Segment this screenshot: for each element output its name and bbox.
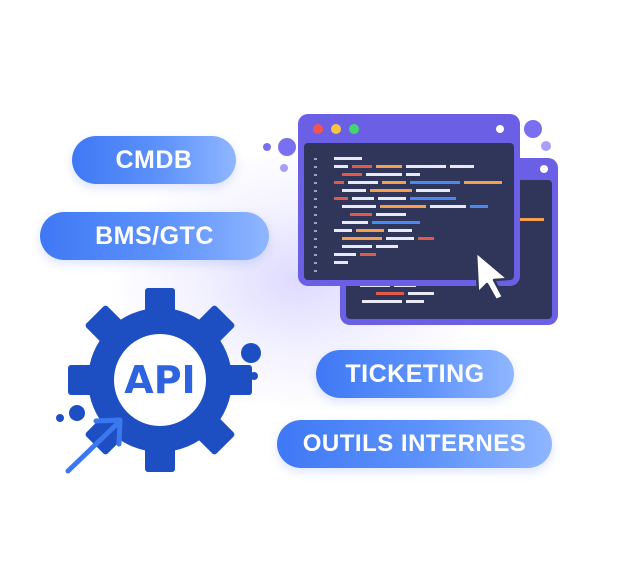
decor-dot bbox=[263, 143, 271, 151]
decor-dot bbox=[280, 164, 288, 172]
cmdb-button[interactable]: CMDB bbox=[72, 136, 236, 184]
decor-dot bbox=[541, 141, 551, 151]
bms-gtc-label: BMS/GTC bbox=[95, 221, 214, 250]
internal-tools-button[interactable]: OUTILS INTERNES bbox=[277, 420, 552, 468]
decor-dot bbox=[56, 414, 64, 422]
mouse-pointer-icon bbox=[474, 250, 510, 302]
decor-dot bbox=[524, 120, 542, 138]
gear-icon: API bbox=[68, 288, 252, 472]
decor-dot bbox=[278, 138, 296, 156]
ticketing-label: TICKETING bbox=[345, 359, 485, 388]
decor-dot bbox=[250, 372, 258, 380]
api-label: API bbox=[124, 358, 195, 402]
internal-tools-label: OUTILS INTERNES bbox=[302, 430, 527, 457]
ticketing-button[interactable]: TICKETING bbox=[316, 350, 514, 398]
arrow-up-right-icon bbox=[65, 417, 123, 474]
decor-dot bbox=[241, 343, 261, 363]
cmdb-label: CMDB bbox=[115, 145, 193, 174]
code-window-front bbox=[298, 114, 520, 286]
decor-dot bbox=[69, 405, 85, 421]
close-dot bbox=[313, 124, 323, 134]
maximize-dot bbox=[349, 124, 359, 134]
bms-gtc-button[interactable]: BMS/GTC bbox=[40, 212, 269, 260]
minimize-dot bbox=[331, 124, 341, 134]
